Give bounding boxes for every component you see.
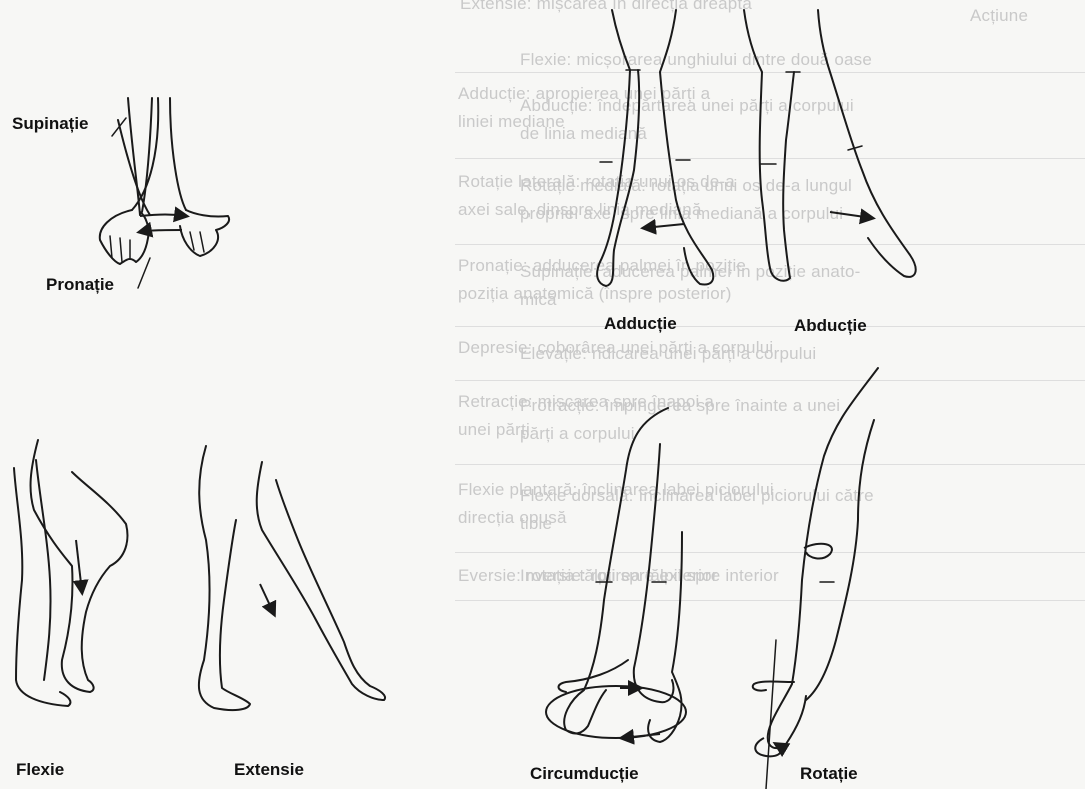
label-adductie: Adducție: [604, 314, 677, 334]
leg-adduction-drawing: [597, 10, 713, 286]
label-pronatie: Pronație: [46, 275, 114, 295]
label-supinatie: Supinație: [12, 114, 89, 134]
arm-rotation-drawing: [753, 368, 878, 789]
arm-circumduction-drawing: [546, 408, 686, 742]
label-extensie: Extensie: [234, 760, 304, 780]
forearm-hands-drawing: [100, 98, 229, 288]
leg-flexion-drawing: [14, 440, 127, 706]
label-circumductie: Circumducție: [530, 764, 639, 784]
label-abductie: Abducție: [794, 316, 867, 336]
label-rotatie: Rotație: [800, 764, 858, 784]
leg-extension-drawing: [199, 446, 385, 710]
leg-abduction-drawing: [744, 10, 916, 281]
label-flexie: Flexie: [16, 760, 64, 780]
